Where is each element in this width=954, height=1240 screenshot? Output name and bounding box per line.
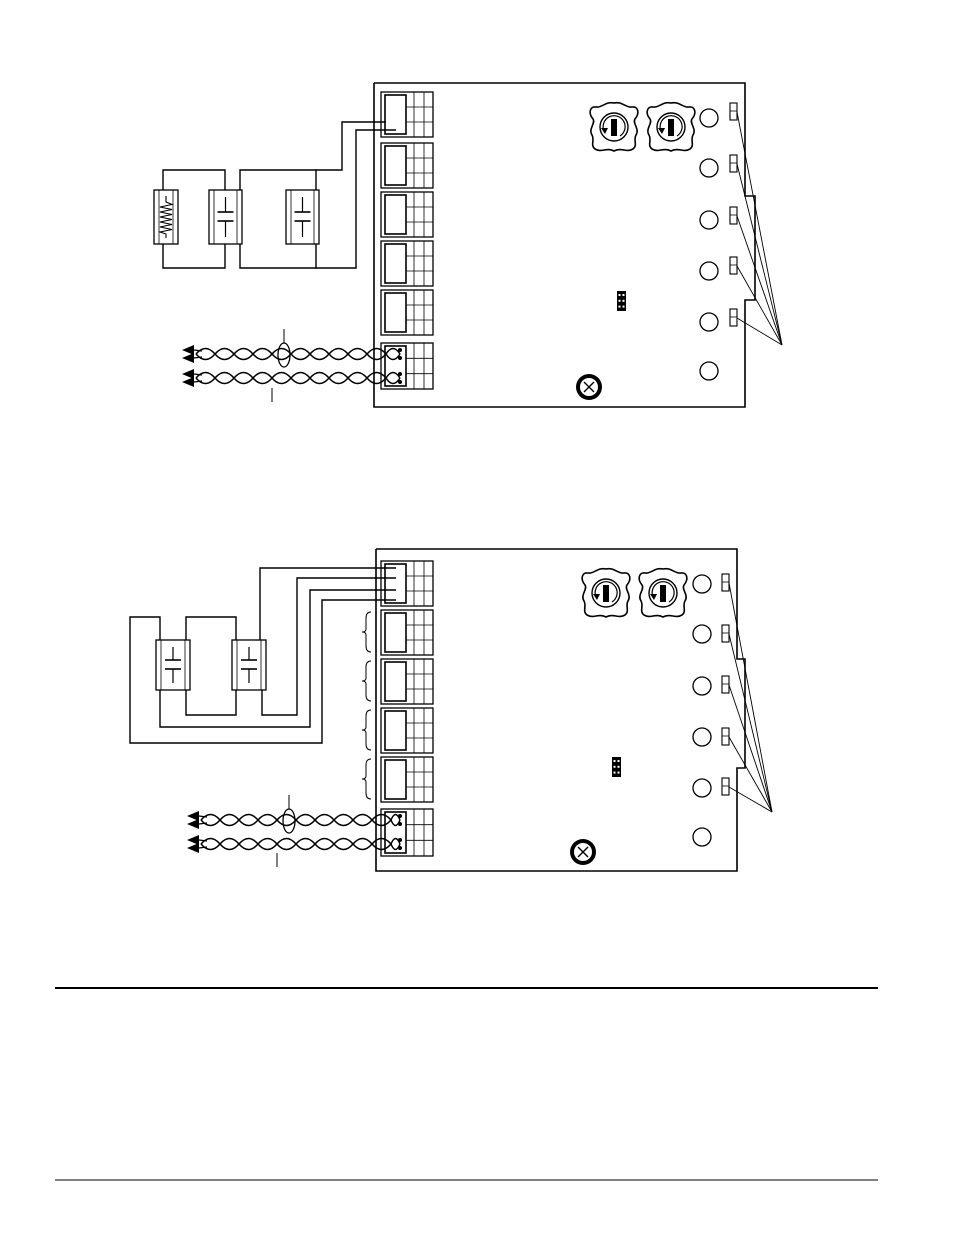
jumper-icon — [730, 309, 737, 326]
twisted-pair — [182, 345, 400, 363]
terminal-block — [381, 659, 433, 704]
led-icon — [693, 625, 711, 643]
leader-line — [737, 266, 782, 345]
leader-line — [729, 634, 772, 812]
rotary-switch-icon — [647, 103, 695, 151]
jumper-icon — [722, 728, 729, 745]
terminal-block — [381, 241, 433, 286]
ferrite-icon — [283, 809, 295, 833]
jumper-icon — [722, 778, 729, 795]
header-pins-icon — [612, 757, 621, 777]
arrow-icon — [182, 377, 194, 387]
arrow-icon — [182, 353, 194, 363]
ferrite-icon — [278, 343, 290, 367]
brace-icon — [362, 612, 371, 652]
detector-icon — [232, 640, 266, 690]
led-icon — [700, 313, 718, 331]
led-icon — [700, 362, 718, 380]
rotary-switch-icon — [590, 103, 638, 151]
leader-line — [729, 583, 772, 812]
terminal-block — [381, 192, 433, 237]
screw-icon — [576, 374, 602, 400]
led-icon — [693, 575, 711, 593]
jumper-icon — [722, 574, 729, 591]
header-pins-icon — [617, 291, 626, 311]
led-icon — [700, 262, 718, 280]
led-icon — [693, 728, 711, 746]
detector-icon — [286, 190, 319, 244]
leader-line — [729, 787, 772, 812]
jumper-icon — [722, 625, 729, 642]
jumper-icon — [730, 155, 737, 172]
arrow-icon — [182, 369, 194, 379]
leader-line — [737, 216, 782, 345]
resistor-icon — [154, 190, 178, 244]
screw-icon — [570, 839, 596, 865]
jumper-icon — [730, 207, 737, 224]
arrow-icon — [187, 811, 199, 821]
detector-icon — [156, 640, 190, 690]
terminal-block — [381, 809, 433, 856]
terminal-block — [381, 143, 433, 188]
upper-wiring-diagram — [154, 83, 782, 407]
arrow-icon — [187, 835, 199, 845]
twisted-pair — [187, 835, 400, 853]
led-icon — [693, 779, 711, 797]
led-icon — [693, 677, 711, 695]
lower-wiring-diagram — [130, 549, 772, 871]
arrow-icon — [187, 819, 199, 829]
led-icon — [700, 211, 718, 229]
brace-icon — [362, 661, 371, 701]
leader-line — [737, 318, 782, 345]
led-icon — [700, 109, 718, 127]
arrow-icon — [187, 843, 199, 853]
leader-line — [737, 164, 782, 345]
jumper-icon — [730, 257, 737, 274]
terminal-block — [381, 610, 433, 655]
terminal-block — [381, 290, 433, 335]
leader-line — [737, 112, 782, 345]
rotary-switch-icon — [582, 569, 630, 617]
jumper-icon — [722, 676, 729, 693]
rotary-switch-icon — [639, 569, 687, 617]
brace-icon — [362, 759, 371, 799]
twisted-pair — [182, 369, 400, 387]
terminal-block — [381, 708, 433, 753]
arrow-icon — [182, 345, 194, 355]
detector-icon — [209, 190, 242, 244]
led-icon — [693, 828, 711, 846]
terminal-block — [381, 757, 433, 802]
led-icon — [700, 159, 718, 177]
jumper-icon — [730, 103, 737, 120]
brace-icon — [362, 710, 371, 750]
